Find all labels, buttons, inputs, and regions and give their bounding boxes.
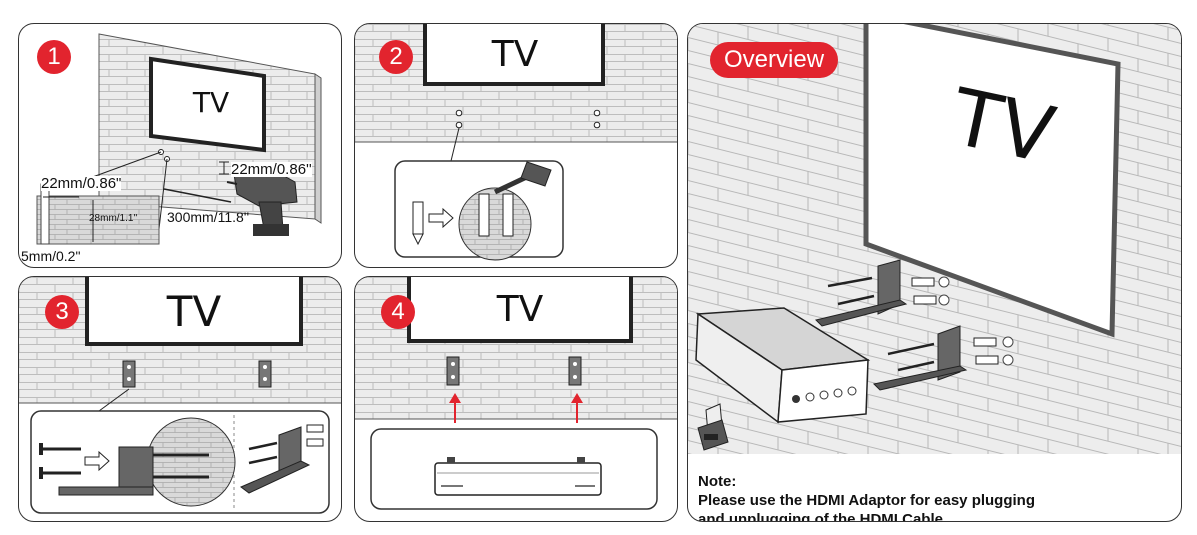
hole-gap-label: 22mm/0.86'' bbox=[231, 161, 312, 178]
tv-label: TV bbox=[166, 287, 222, 336]
step-3-illustration bbox=[19, 277, 341, 514]
up-arrow-icon bbox=[449, 393, 583, 423]
note-title: Note: bbox=[698, 473, 737, 490]
screw-icon bbox=[39, 443, 81, 479]
note-line-1: Please use the HDMI Adaptor for easy plu… bbox=[698, 492, 1036, 509]
step-4-panel: 4 TV bbox=[354, 276, 678, 522]
tv-label: TV bbox=[192, 86, 230, 119]
hammer-icon bbox=[493, 161, 552, 195]
soundbar-icon bbox=[695, 307, 871, 424]
hdmi-adaptor-icon bbox=[697, 403, 729, 451]
drill-bit-label: 5mm/0.2" bbox=[21, 248, 81, 264]
tv-label: TV bbox=[496, 289, 544, 330]
overview-badge: Overview bbox=[710, 42, 839, 78]
hole-distance-label: 300mm/11.8'' bbox=[167, 209, 250, 225]
brick-height-label: 28mm/1.1'' bbox=[89, 213, 138, 224]
step-number-badge: 1 bbox=[37, 40, 71, 74]
drill-icon bbox=[226, 171, 298, 236]
step-number-badge: 3 bbox=[45, 295, 79, 329]
step-number-badge: 2 bbox=[379, 40, 413, 74]
step-1-illustration bbox=[36, 33, 322, 245]
overview-panel: Overview TV Note: Please use the HDMI Ad… bbox=[687, 23, 1182, 522]
step-2-illustration bbox=[355, 24, 677, 261]
hdmi-note: Note: Please use the HDMI Adaptor for ea… bbox=[698, 472, 1036, 522]
step-2-panel: 2 TV bbox=[354, 23, 678, 268]
step-3-panel: 3 TV bbox=[18, 276, 342, 522]
soundbar-icon bbox=[434, 457, 602, 496]
overview-illustration bbox=[688, 24, 1181, 454]
note-line-2: and unplugging of the HDMI Cable. bbox=[698, 511, 948, 522]
step-1-panel: 1 TV 22mm/0.86'' 22mm/0.86" 28mm/1.1'' 3… bbox=[18, 23, 342, 268]
tv-label: TV bbox=[491, 34, 539, 75]
step-number-badge: 4 bbox=[381, 295, 415, 329]
hole-spacing-label: 22mm/0.86" bbox=[41, 175, 122, 192]
